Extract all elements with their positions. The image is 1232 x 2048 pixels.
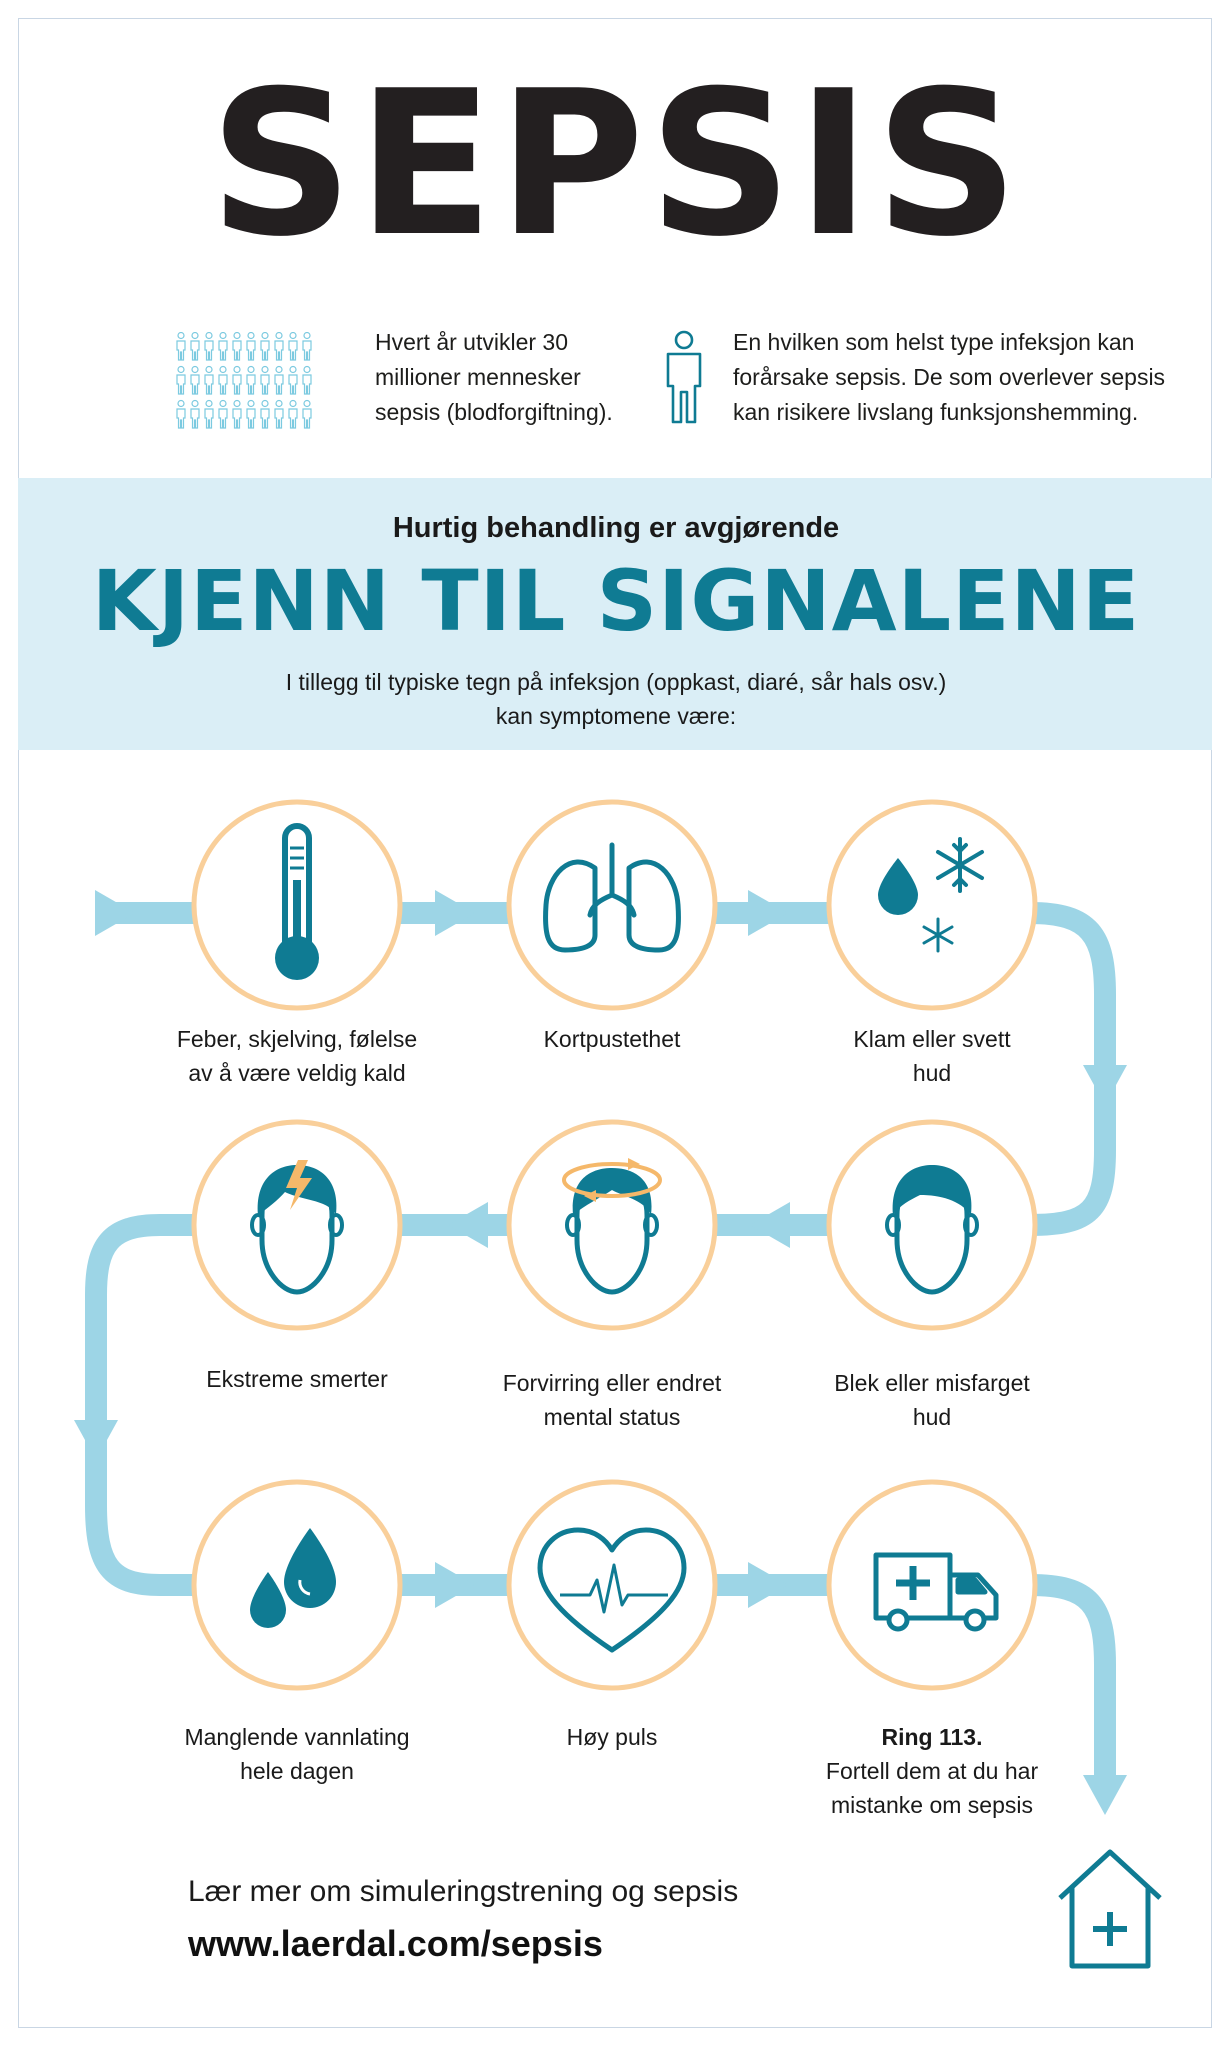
ambulance-icon — [873, 1552, 999, 1632]
symptom-circle-3 — [826, 799, 1038, 1011]
arrow-right-4 — [435, 1562, 475, 1608]
banner-tagline: Hurtig behandling er avgjørende — [392, 512, 840, 544]
arrow-right-5 — [748, 1562, 788, 1608]
heart-pulse-icon — [537, 1527, 687, 1653]
arrow-right-1 — [95, 890, 135, 936]
stat-left: Hvert år utvikler 30 millioner mennesker… — [375, 329, 613, 425]
banner-headline: KJENN TIL SIGNALENE — [91, 552, 1141, 650]
symptom-circle-5 — [506, 1119, 718, 1331]
stat-right: En hvilken som helst type infeksjon kan … — [733, 329, 1166, 425]
symptom-label-9: Ring 113. Fortell dem at du har mistanke… — [825, 1724, 1039, 1818]
thermometer-icon — [275, 823, 319, 980]
symptom-label-2: Kortpustethet — [543, 1026, 681, 1052]
arrow-left-2 — [750, 1202, 790, 1248]
drop-snowflake-icon — [878, 837, 984, 953]
arrow-right-3 — [748, 890, 788, 936]
arrow-right-2 — [435, 890, 475, 936]
water-drops-icon — [250, 1528, 336, 1628]
page-title: SEPSIS — [209, 48, 1023, 281]
head-lightning-icon — [250, 1160, 344, 1295]
arrow-left-1 — [448, 1202, 488, 1248]
arrow-down-2 — [74, 1420, 118, 1460]
arrow-down-3 — [1083, 1775, 1127, 1815]
footer-text: Lær mer om simuleringstrening og sepsis — [188, 1875, 739, 1908]
symptom-label-6: Blek eller misfarget hud — [834, 1370, 1030, 1430]
flow-row-1 — [85, 902, 1116, 1790]
lungs-icon — [543, 842, 681, 953]
symptom-circle-9 — [826, 1479, 1038, 1691]
symptom-circle-8 — [506, 1479, 718, 1691]
head-dizzy-icon — [562, 1158, 662, 1295]
page-frame — [18, 18, 1212, 2028]
symptom-label-4: Ekstreme smerter — [206, 1366, 388, 1392]
symptom-label-8: Høy puls — [566, 1724, 658, 1750]
head-icon — [885, 1165, 979, 1295]
symptom-circle-4 — [191, 1119, 403, 1331]
person-icon — [666, 330, 702, 424]
symptom-label-1: Feber, skjelving, følelse av å være veld… — [176, 1026, 418, 1086]
footer-url-link[interactable]: www.laerdal.com/sepsis — [188, 1923, 603, 1964]
arrow-down-1 — [1083, 1065, 1127, 1105]
banner-subhead: I tillegg til typiske tegn på infeksjon … — [285, 669, 947, 729]
symptom-label-5: Forvirring eller endret mental status — [502, 1370, 722, 1430]
symptom-circle-6 — [826, 1119, 1038, 1331]
banner — [18, 478, 1212, 750]
symptom-label-3: Klam eller svett hud — [853, 1026, 1011, 1086]
symptom-label-7: Manglende vannlating hele dagen — [184, 1724, 410, 1784]
symptom-circle-2 — [506, 799, 718, 1011]
house-plus-icon — [1058, 1849, 1162, 1969]
